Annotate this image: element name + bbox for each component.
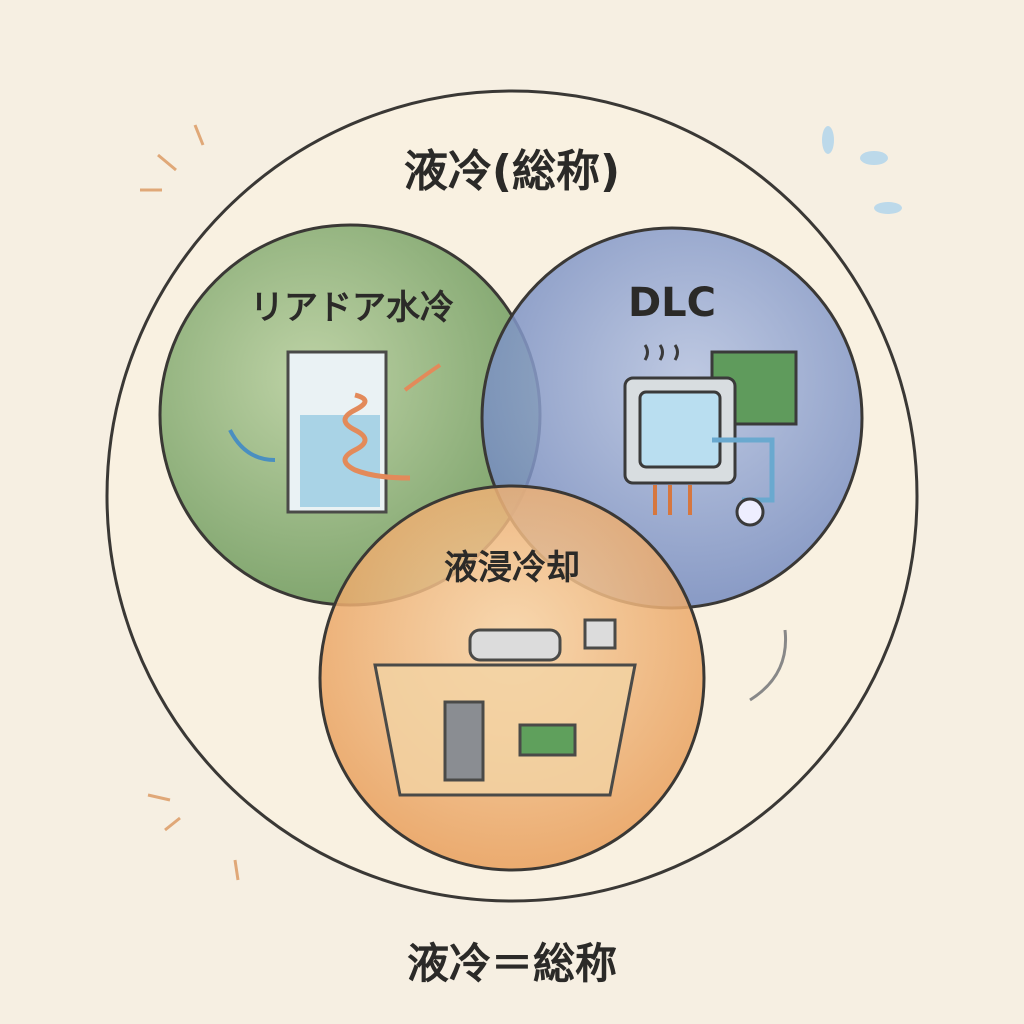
label-rear-door: リアドア水冷 [250,288,454,328]
water-drop-icons [822,126,902,214]
outer-title: 液冷(総称) [403,146,621,197]
decorative-strokes [140,124,240,881]
arrow-icon [749,629,788,702]
label-immersion: 液浸冷却 [444,548,580,588]
rear-door-icon [228,350,442,514]
cold-plate-icon [623,344,798,527]
footer-caption: 液冷＝総称 [406,939,618,988]
label-dlc: DLC [627,280,717,326]
immersion-tank-icon [373,618,637,797]
